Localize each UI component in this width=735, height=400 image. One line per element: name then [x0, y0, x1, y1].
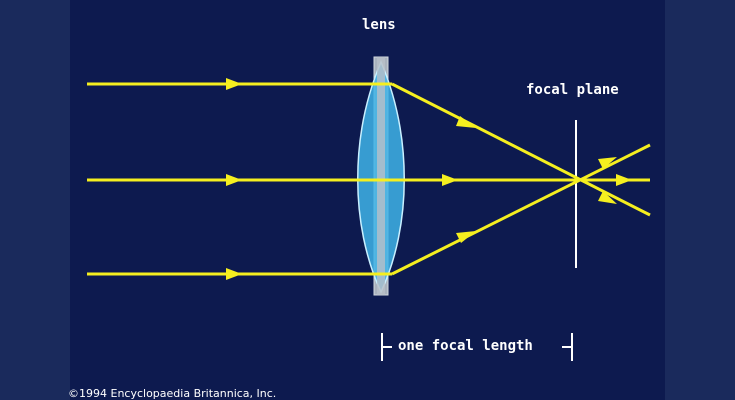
arrow-bottom-refracted — [456, 231, 476, 243]
arrow-middle-incoming — [226, 174, 242, 186]
right-margin-panel — [665, 0, 735, 400]
arrow-bottom-incoming — [226, 268, 242, 280]
lens-label: lens — [362, 17, 396, 33]
focal-length-label: one focal length — [398, 338, 533, 354]
arrow-top-incoming — [226, 78, 242, 90]
arrow-middle-lens — [442, 174, 458, 186]
lens-center-plate-front — [377, 57, 385, 295]
arrow-middle-out — [616, 174, 632, 186]
focal-plane-label: focal plane — [526, 82, 619, 98]
arrow-upper-out — [598, 157, 617, 169]
arrow-lower-out — [598, 191, 617, 204]
arrow-top-refracted — [456, 116, 476, 128]
ray-top-refracted — [391, 82, 651, 217]
left-margin-panel — [0, 0, 70, 400]
copyright-credit: ©1994 Encyclopaedia Britannica, Inc. — [68, 387, 277, 400]
ray-bottom-refracted — [391, 143, 651, 276]
